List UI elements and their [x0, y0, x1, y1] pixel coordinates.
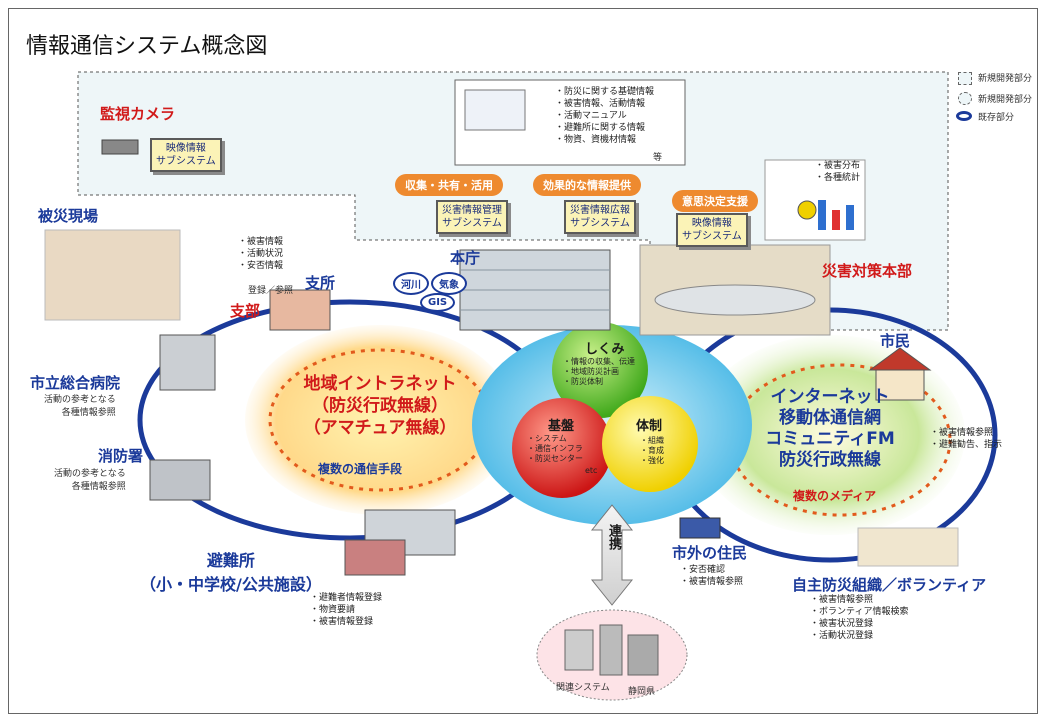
shimin-label: 市民	[880, 332, 911, 350]
outside-label: 市外の住民	[672, 544, 748, 562]
camera-icon	[101, 139, 139, 155]
volunteers-image	[857, 527, 959, 567]
shikumi-label: しくみ	[585, 342, 625, 357]
shelter-label: 避難所（小・中学校/公共施設）	[140, 551, 322, 594]
shikumi-items: 情報の収集、伝達地域防災計画防災体制	[563, 357, 635, 387]
fire-building	[149, 459, 211, 501]
taisei-label: 体制	[636, 419, 663, 434]
shisho-label: 支所	[305, 274, 336, 292]
outside-items: 安否確認被害情報参照	[680, 564, 743, 588]
legend-swatch-new-2	[958, 92, 972, 105]
kiban-items: システム通信インフラ防災センター	[527, 434, 583, 464]
fire-note: 活動の参考となる各種情報参照	[54, 469, 126, 492]
stats-list: 被害分布各種統計	[815, 160, 860, 184]
taisei-items: 組織育成強化	[640, 436, 664, 466]
disaster-pr-subsystem-box: 災害情報広報サブシステム	[564, 200, 636, 234]
hospital-label: 市立総合病院	[30, 374, 121, 392]
kiban-etc: etc	[585, 466, 598, 475]
renkei-label: 連携	[606, 524, 621, 550]
fire-label: 消防署	[98, 447, 144, 465]
disaster-site-image	[44, 229, 181, 321]
video-subsystem-box: 映像情報サブシステム	[150, 138, 222, 172]
shizuoka-label: 静岡県	[628, 687, 656, 697]
left-network-means: 複数の通信手段	[318, 462, 403, 476]
related-system-label: 関連システム	[556, 683, 610, 693]
disaster-mgmt-subsystem-box: 災害情報管理サブシステム	[436, 200, 508, 234]
left-network-glow	[245, 325, 515, 515]
hisai-items: 被害情報活動状況安否情報	[238, 236, 283, 272]
outside-pc-icon	[679, 517, 721, 539]
legend-label: 新規開発部分	[978, 95, 1033, 105]
shisho-building	[269, 289, 331, 331]
pill-collect: 収集・共有・活用	[395, 174, 503, 196]
shibu-label: 支部	[230, 302, 261, 320]
honcho-label: 本庁	[450, 249, 481, 267]
saigai-honbu-label: 災害対策本部	[822, 262, 913, 280]
volunteer-label: 自主防災組織／ボランティア	[792, 576, 987, 594]
video-subsystem2-box: 映像情報サブシステム	[676, 213, 748, 247]
volunteer-items: 被害情報参照ボランティア情報検索 被害状況登録活動状況登録	[810, 594, 908, 642]
renkei-arrow	[590, 504, 634, 606]
legend-swatch-existing	[956, 111, 972, 121]
pill-provide: 効果的な情報提供	[533, 174, 641, 196]
legend-swatch-new-1	[958, 72, 972, 85]
camera-label: 監視カメラ	[100, 105, 176, 123]
legend-label: 新規開発部分	[978, 74, 1033, 84]
info-etc: 等	[653, 153, 663, 163]
tag-gis: GIS	[420, 293, 456, 312]
school-building	[364, 509, 456, 556]
toroku-label: 登録／参照	[248, 286, 294, 296]
tag-kasen: 河川	[393, 272, 429, 295]
pill-decision: 意思決定支援	[672, 190, 758, 212]
shelter-items: 避難者情報登録物資要請被害情報登録	[310, 592, 382, 628]
right-network-media: 複数のメディア	[793, 489, 877, 503]
shimin-items: 被害情報参照避難勧告、指示	[930, 427, 1002, 451]
page-title: 情報通信システム概念図	[26, 34, 268, 59]
tag-kisho: 気象	[431, 272, 467, 295]
left-network-text: 地域イントラネット（防災行政無線）（アマチュア無線）	[303, 374, 457, 438]
diagram-frame	[8, 8, 1038, 714]
hospital-building	[159, 334, 216, 391]
legend-label: 既存部分	[978, 113, 1015, 123]
hospital-note: 活動の参考となる各種情報参照	[44, 395, 116, 418]
hisai-genba-label: 被災現場	[38, 207, 99, 225]
info-list: 防災に関する基礎情報被害情報、活動情報 活動マニュアル避難所に関する情報 物資、…	[555, 86, 654, 146]
kiban-label: 基盤	[548, 419, 575, 434]
